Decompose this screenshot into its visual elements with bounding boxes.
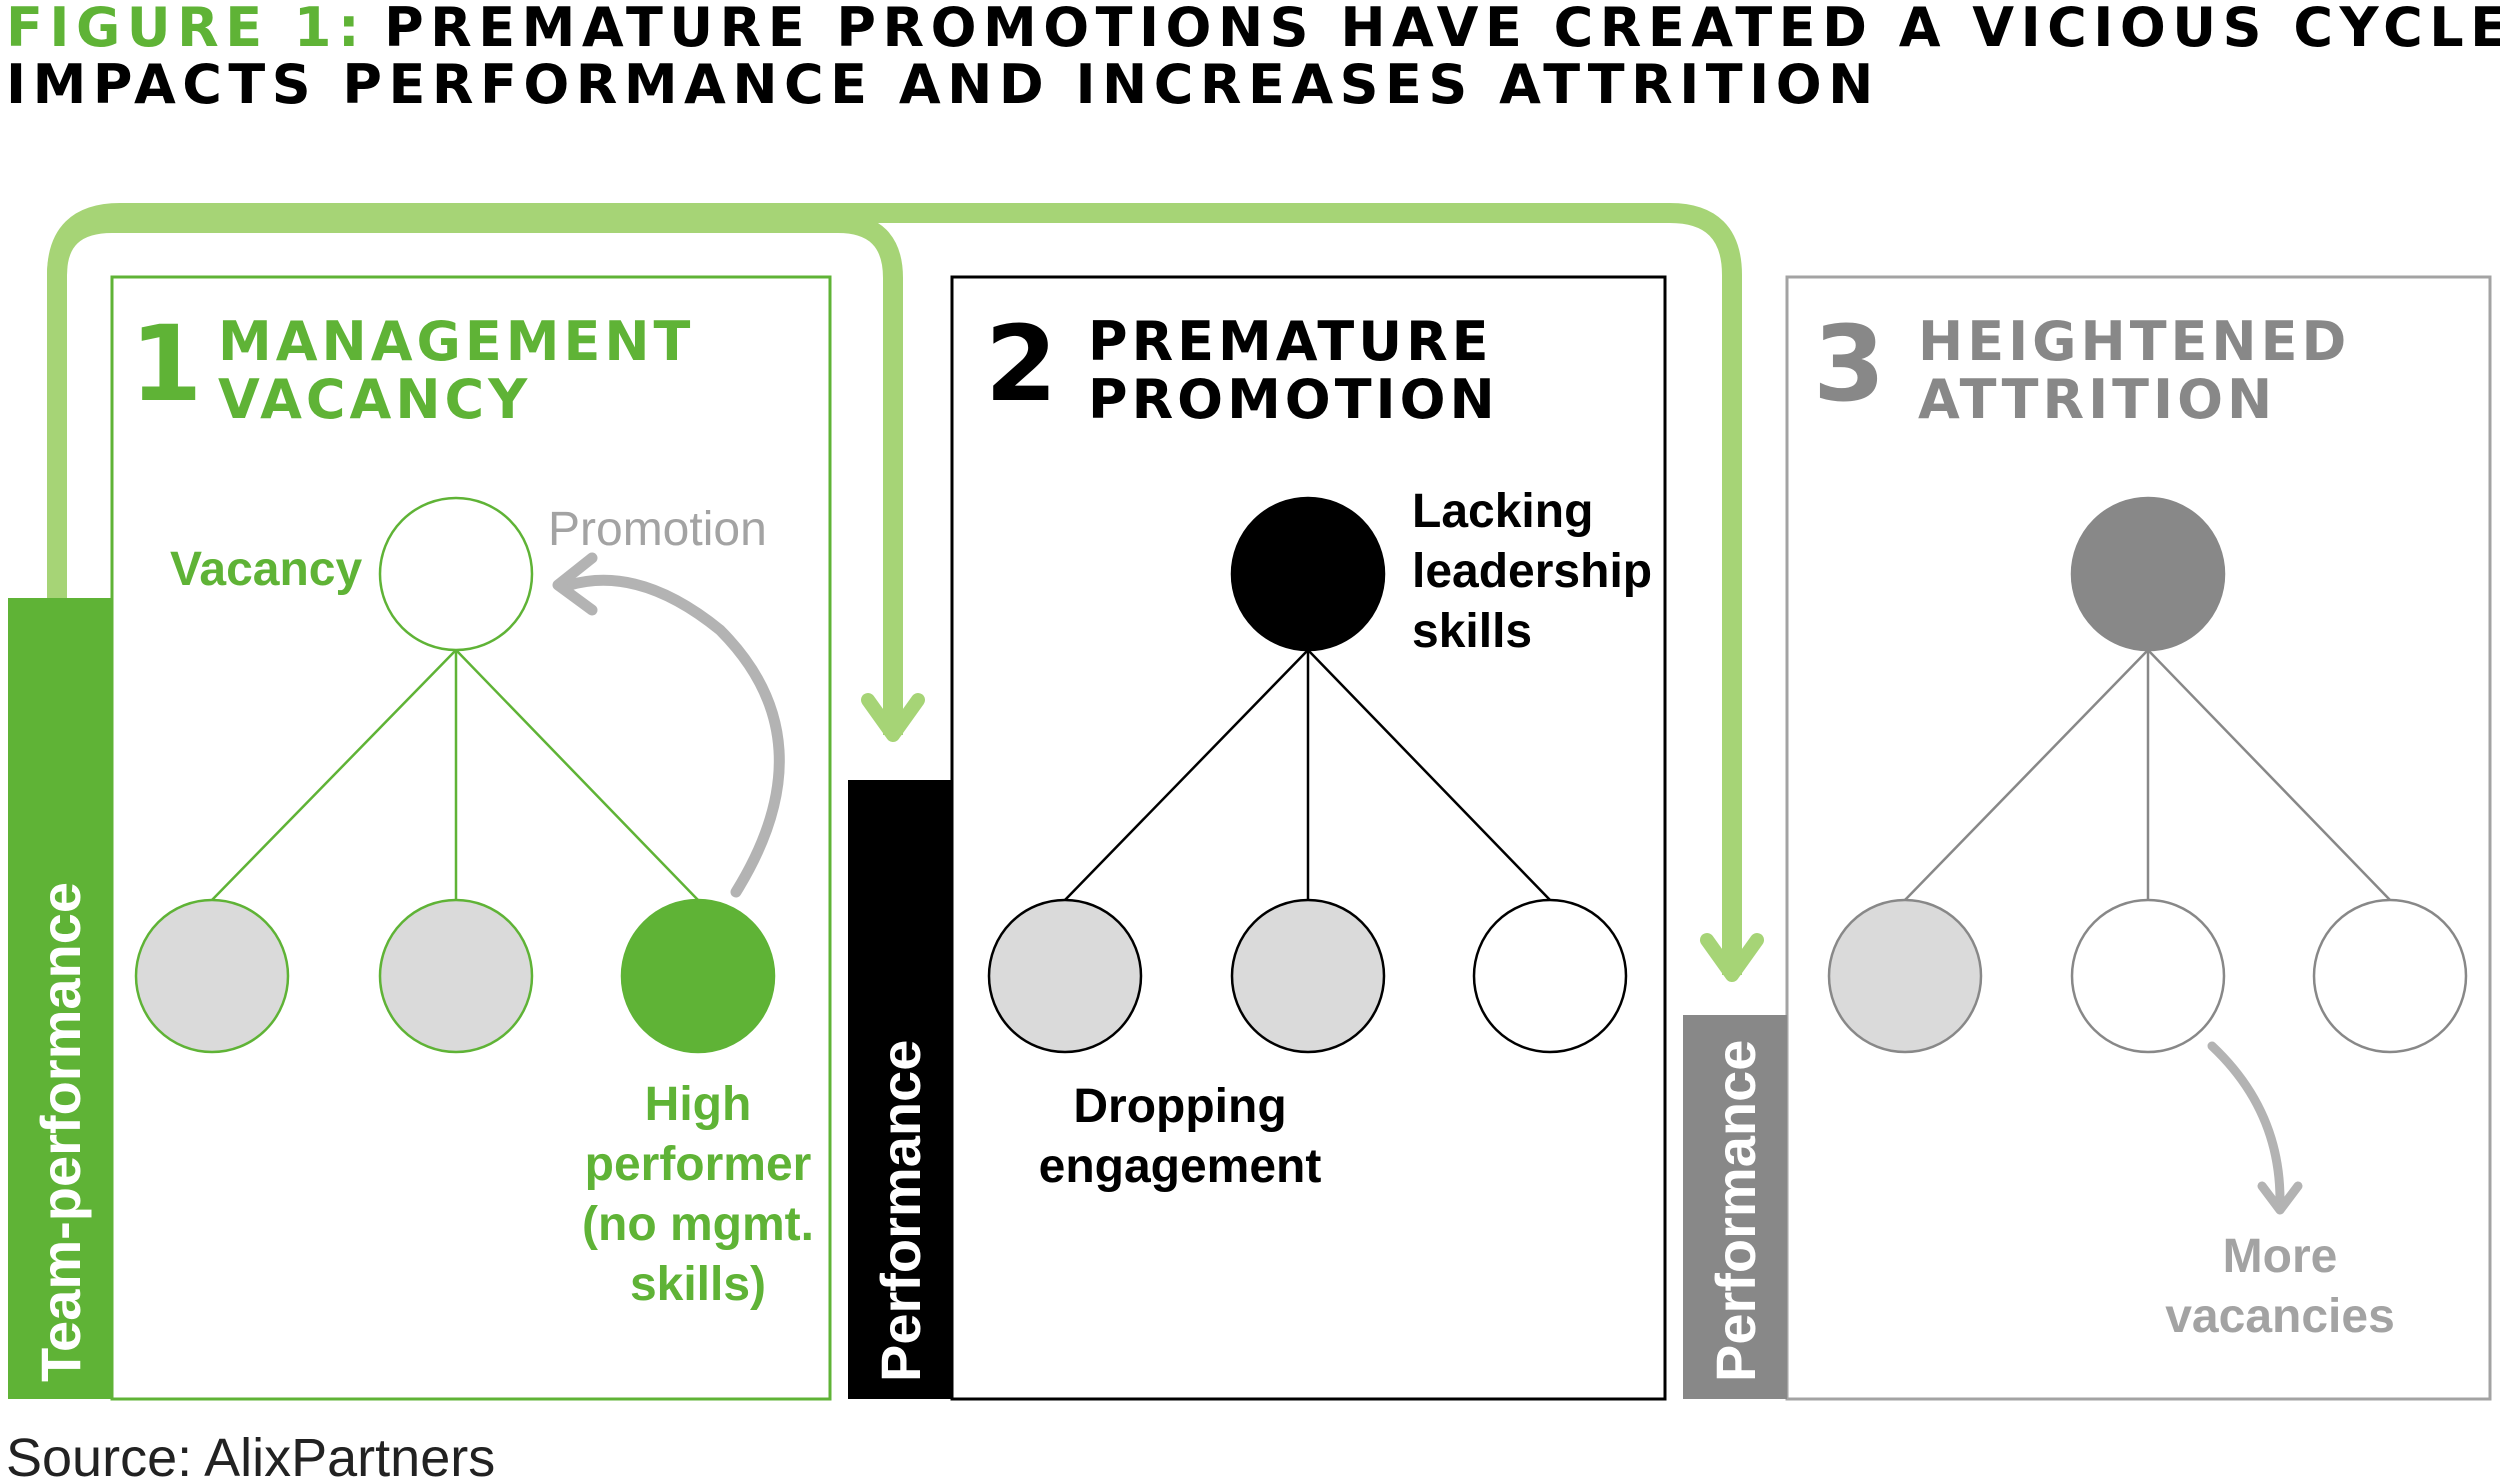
panel3-heading-line2: ATTRITION	[1918, 368, 2276, 431]
attrition-arrowhead	[2257, 1181, 2303, 1215]
figure-title-text1: PREMATURE PROMOTIONS HAVE CREATED A VICI…	[384, 0, 2500, 59]
panel3-heading-line1: HEIGHTENED	[1918, 310, 2350, 373]
figure-title-line1: FIGURE 1: PREMATURE PROMOTIONS HAVE CREAT…	[6, 0, 2500, 59]
high-performer-label: High performer (no mgmt. skills)	[582, 1078, 814, 1311]
more-vacancies-line1: More	[2223, 1230, 2338, 1283]
performance-bar-2	[848, 780, 952, 1399]
high-performer-line2: performer	[585, 1138, 812, 1191]
panel2-manager-node	[1230, 496, 1386, 652]
panel1-frame	[110, 275, 832, 1401]
lacking-skills-label: Lacking leadership skills	[1412, 485, 1652, 658]
more-vacancies-line2: vacancies	[2165, 1290, 2395, 1343]
dropping-engagement-line2: engagement	[1039, 1140, 1322, 1193]
lacking-skills-line1: Lacking	[1412, 485, 1593, 538]
promotion-arrowhead	[552, 552, 598, 616]
performance-label-2: Performance	[869, 1040, 932, 1382]
panel1-member-node-1	[134, 898, 290, 1054]
panel3-manager-node	[2070, 496, 2226, 652]
high-performer-line1: High	[645, 1078, 752, 1131]
panel3-branch-right	[2147, 649, 2391, 901]
panel-premature-promotion: Performance 2 PREMATURE PROMOTION Lackin…	[848, 275, 1667, 1401]
more-vacancies-label: More vacancies	[2165, 1230, 2395, 1343]
panel1-branch-right	[455, 649, 699, 901]
lacking-skills-line3: skills	[1412, 605, 1532, 658]
panel2-number: 2	[985, 303, 1057, 425]
panel2-member-node-3	[1472, 898, 1628, 1054]
high-performer-line3: (no mgmt.	[582, 1198, 814, 1251]
promotion-arc	[564, 574, 785, 898]
panel1-branch-left	[211, 649, 457, 901]
performance-label-3: Performance	[1704, 1040, 1767, 1382]
team-performance-label: Team-performance	[29, 882, 92, 1382]
panel1-vacancy-node	[378, 496, 534, 652]
panel3-member-node-2	[2070, 898, 2226, 1054]
lacking-skills-line2: leadership	[1412, 545, 1652, 598]
panel2-branch-right	[1307, 649, 1551, 901]
panel2-member-node-2	[1230, 898, 1386, 1054]
panel3-number: 3	[1813, 303, 1885, 425]
dropping-engagement-label: Dropping engagement	[1039, 1080, 1322, 1193]
panel2-branch-left	[1064, 649, 1309, 901]
panel1-heading-line2: VACANCY	[218, 368, 531, 431]
panel3-frame	[1785, 275, 2492, 1401]
panel2-heading-line1: PREMATURE	[1088, 310, 1493, 373]
vacancy-label: Vacancy	[170, 543, 362, 596]
performance-bar-3	[1683, 1015, 1787, 1399]
source-note: Source: AlixPartners	[6, 1428, 495, 1477]
attrition-arrow	[2207, 1041, 2285, 1205]
dropping-engagement-line1: Dropping	[1073, 1080, 1286, 1133]
panel-management-vacancy: Team-performance 1 MANAGEMENT VACANCY Pr…	[8, 275, 832, 1401]
loop-arrowhead-panel3	[1700, 933, 1764, 982]
panel-heightened-attrition: Performance 3 HEIGHTENED ATTRITION More …	[1683, 275, 2492, 1401]
promotion-label: Promotion	[548, 503, 767, 556]
panel3-member-node-3	[2312, 898, 2468, 1054]
loop-arrow-to-panel3	[47, 203, 1742, 975]
panel3-member-node-1	[1827, 898, 1983, 1054]
panel1-number: 1	[130, 303, 202, 425]
high-performer-line4: skills)	[630, 1258, 766, 1311]
panel1-heading-line1: MANAGEMENT	[218, 310, 694, 373]
loop-arrowhead-panel2	[861, 693, 925, 742]
panel1-high-performer-node	[620, 898, 776, 1054]
figure-title-line2: IMPACTS PERFORMANCE AND INCREASES ATTRIT…	[6, 53, 1880, 116]
panel1-member-node-2	[378, 898, 534, 1054]
panel2-member-node-1	[987, 898, 1143, 1054]
figure-prefix: FIGURE 1:	[6, 0, 366, 59]
team-performance-bar	[8, 598, 112, 1399]
panel3-branch-left	[1904, 649, 2149, 901]
panel2-heading-line2: PROMOTION	[1088, 368, 1499, 431]
